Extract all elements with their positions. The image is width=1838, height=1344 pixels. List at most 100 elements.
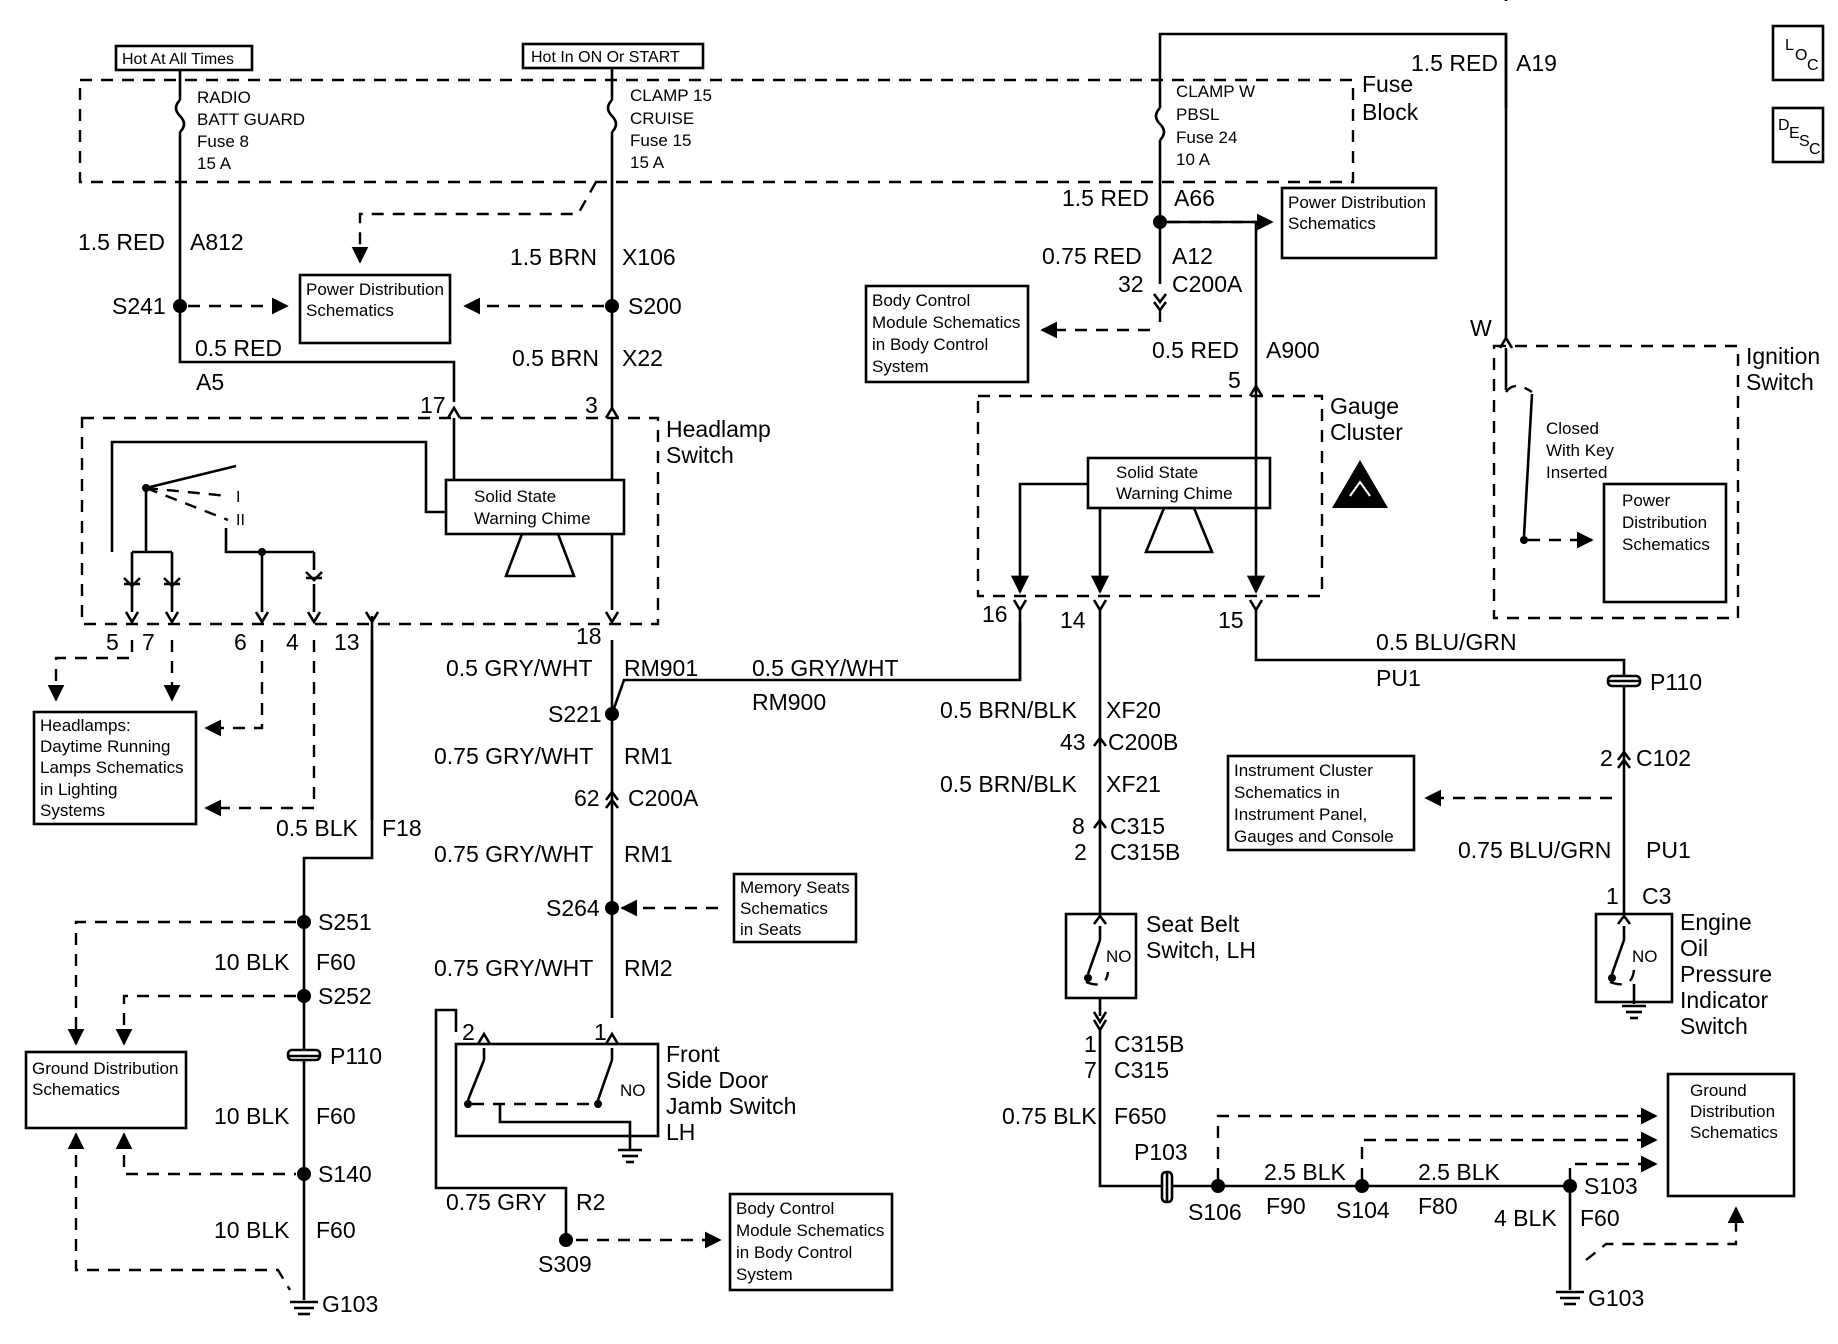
a900-circuit: A900 [1266, 337, 1320, 363]
pu1-gauge-a: 0.5 BLU/GRN [1376, 629, 1517, 655]
instrument-cluster-ref[interactable]: Instrument Cluster Schematics in Instrum… [1226, 754, 1416, 852]
ignition-w-label: W [1470, 315, 1492, 341]
c200a-label: C200A [1172, 271, 1243, 297]
svg-text:O: O [1795, 47, 1807, 64]
svg-text:Gauges and Console: Gauges and Console [1234, 827, 1394, 846]
svg-text:Schematics: Schematics [740, 899, 828, 918]
s251-label: S251 [318, 909, 372, 935]
desc-icon[interactable]: D E S C [1771, 106, 1825, 164]
connector-p103 [1160, 1170, 1174, 1204]
headlamp-pin-5: 5 [106, 629, 119, 655]
s103-label: S103 [1584, 1173, 1638, 1199]
fuse-block-label-2: Block [1362, 99, 1419, 125]
c315b-label: C315B [1110, 839, 1180, 865]
fuse-block-outline [78, 78, 1355, 184]
svg-text:E: E [1789, 125, 1800, 142]
svg-text:Schematics: Schematics [1622, 535, 1710, 554]
door-jamb-switch: NO [434, 1008, 660, 1164]
s104-label: S104 [1336, 1197, 1390, 1223]
xf20-circuit: XF20 [1106, 697, 1161, 723]
oil-switch-label-1: Engine [1680, 909, 1752, 935]
c200b-label: C200B [1108, 729, 1178, 755]
hot-in-on-or-start-label: Hot In ON Or START [531, 49, 680, 66]
ignition-power-distribution-ref[interactable]: Power Distribution Schematics [1602, 482, 1728, 604]
power-distribution-ref-left[interactable]: Power Distribution Schematics [298, 273, 452, 345]
body-control-ref-top[interactable]: Body Control Module Schematics in Body C… [864, 284, 1030, 384]
svg-text:Daytime Running: Daytime Running [40, 737, 170, 756]
memory-seats-ref[interactable]: Memory Seats Schematics in Seats [732, 872, 858, 944]
body-control-ref-bottom[interactable]: Body Control Module Schematics in Body C… [728, 1192, 894, 1292]
power-distribution-ref-right[interactable]: Power Distribution Schematics [1280, 186, 1438, 260]
door-switch-label-4: LH [666, 1119, 695, 1145]
splice-s200 [605, 299, 619, 313]
svg-text:System: System [872, 357, 929, 376]
svg-text:Instrument Panel,: Instrument Panel, [1234, 805, 1367, 824]
fuse-8-line-2: BATT GUARD [197, 110, 305, 129]
oil-switch-label-3: Pressure [1680, 961, 1772, 987]
s140-label: S140 [318, 1161, 372, 1187]
svg-text:Body Control: Body Control [736, 1199, 834, 1218]
fuse-24-line-3: Fuse 24 [1176, 128, 1237, 147]
fuse-8-line-1: RADIO [197, 88, 251, 107]
f80-gauge: 2.5 BLK [1418, 1159, 1500, 1185]
fuse-block-label-1: Fuse [1362, 71, 1413, 97]
headlamp-pin-6: 6 [234, 629, 247, 655]
splice-s264 [605, 901, 619, 915]
s264-label: S264 [546, 895, 600, 921]
svg-text:Headlamps:: Headlamps: [40, 716, 131, 735]
oil-switch-label-2: Oil [1680, 935, 1708, 961]
headlamp-pin-17: 17 [420, 392, 446, 418]
c315b-label-2: C315B [1114, 1031, 1184, 1057]
svg-text:Warning Chime: Warning Chime [1116, 484, 1233, 503]
f60-gauge-a: 10 BLK [214, 949, 290, 975]
svg-text:Solid State: Solid State [1116, 463, 1198, 482]
f650-circuit: F650 [1114, 1103, 1166, 1129]
ignition-closed-3: Inserted [1546, 463, 1607, 482]
seat-belt-switch: NO [1064, 912, 1138, 1000]
a12-circuit: A12 [1172, 243, 1213, 269]
ignition-switch-outline [1492, 344, 1740, 620]
c3-label: C3 [1642, 883, 1671, 909]
svg-text:in Lighting: in Lighting [40, 780, 118, 799]
splice-s106 [1211, 1179, 1225, 1193]
c200a-pin-32: 32 [1118, 271, 1144, 297]
fuse-8-line-4: 15 A [197, 154, 232, 173]
ground-distribution-ref-right[interactable]: Ground Distribution Schematics [1666, 1072, 1796, 1198]
x22-circuit: X22 [622, 345, 663, 371]
xf21-circuit: XF21 [1106, 771, 1161, 797]
ground-distribution-ref-left[interactable]: Ground Distribution Schematics [24, 1050, 188, 1130]
connector-p110-right [1606, 674, 1642, 688]
headlamps-ref[interactable]: Headlamps: Daytime Running Lamps Schemat… [32, 710, 198, 826]
p110-right-label: P110 [1650, 669, 1702, 695]
svg-text:Schematics: Schematics [1288, 214, 1376, 233]
oil-no-label: NO [1632, 947, 1658, 966]
rm901-gauge: 0.5 GRY/WHT [446, 655, 593, 681]
svg-text:Lamps Schematics: Lamps Schematics [40, 758, 184, 777]
rm900-gauge: 0.5 GRY/WHT [752, 655, 899, 681]
svg-text:Ground Distribution: Ground Distribution [32, 1059, 178, 1078]
door-switch-label-3: Jamb Switch [666, 1093, 796, 1119]
svg-text:Systems: Systems [40, 801, 105, 820]
headlamp-pin-7: 7 [142, 629, 155, 655]
headlamp-pin-4: 4 [286, 629, 299, 655]
c3-pin-1: 1 [1606, 883, 1619, 909]
pu1-gauge-b: 0.75 BLU/GRN [1458, 837, 1611, 863]
c315-label: C315 [1110, 813, 1165, 839]
headlamp-pin-13: 13 [334, 629, 360, 655]
a812-circuit: A812 [190, 229, 244, 255]
loc-icon[interactable]: L O C [1771, 24, 1825, 82]
headlamp-pos-ii: II [236, 512, 245, 529]
rm1-gauge-b: 0.75 GRY/WHT [434, 841, 593, 867]
svg-text:Body Control: Body Control [872, 291, 970, 310]
svg-text:Power: Power [1622, 491, 1671, 510]
svg-text:Distribution: Distribution [1622, 513, 1707, 532]
x106-circuit: X106 [622, 244, 676, 270]
hot-in-on-or-start-box: Hot In ON Or START [521, 42, 705, 70]
svg-text:L: L [1785, 37, 1794, 54]
seat-belt-label-2: Switch, LH [1146, 937, 1256, 963]
r2-circuit: R2 [576, 1189, 605, 1215]
svg-text:Memory Seats: Memory Seats [740, 878, 850, 897]
headlamp-pos-i: I [236, 489, 240, 506]
rm2-circuit: RM2 [624, 955, 673, 981]
